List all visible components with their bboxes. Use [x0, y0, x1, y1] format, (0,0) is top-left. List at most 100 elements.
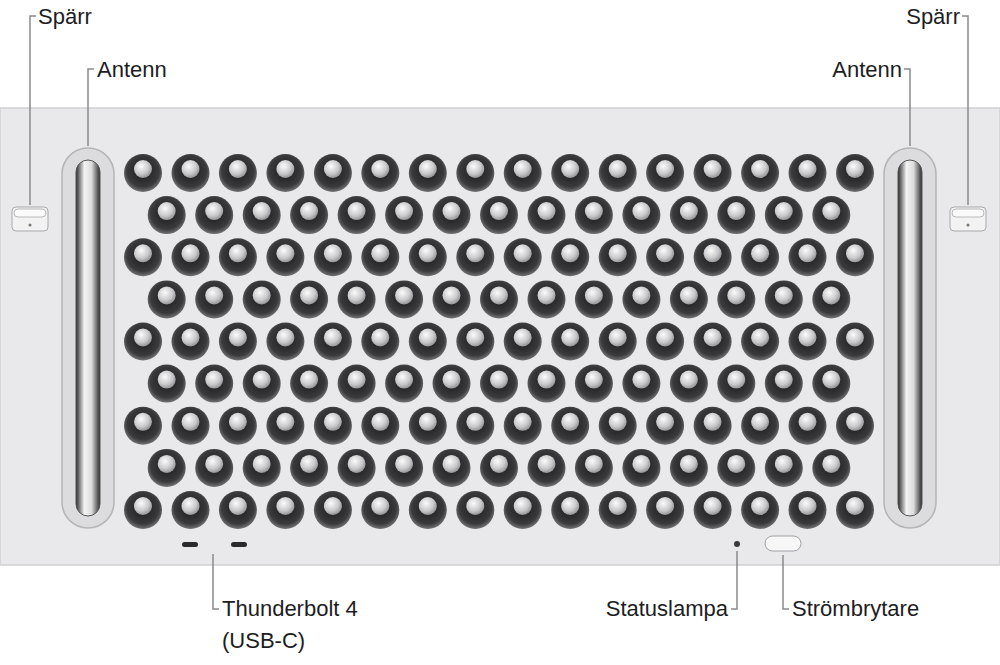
grille-sphere	[846, 497, 864, 515]
grille-hole	[409, 491, 447, 529]
grille-hole	[694, 323, 732, 361]
latch-label: Spärr	[38, 1, 92, 33]
grille-hole	[575, 280, 613, 318]
grille-hole	[551, 238, 589, 276]
grille-hole	[314, 323, 352, 361]
grille-hole	[172, 407, 210, 445]
grille-sphere	[680, 202, 698, 220]
thunderbolt-port	[182, 542, 198, 547]
grille-sphere	[182, 329, 200, 347]
grille-hole	[409, 407, 447, 445]
grille-hole	[172, 323, 210, 361]
grille-sphere	[371, 244, 389, 262]
grille-sphere	[324, 329, 342, 347]
grille-sphere	[253, 286, 271, 304]
grille-sphere	[538, 455, 556, 473]
grille-sphere	[348, 202, 366, 220]
grille-sphere	[371, 160, 389, 178]
grille-sphere	[561, 497, 579, 515]
grille-hole	[243, 196, 281, 234]
grille-hole	[694, 407, 732, 445]
grille-hole	[528, 280, 566, 318]
grille-sphere	[846, 244, 864, 262]
grille-sphere	[419, 497, 437, 515]
grille-hole	[266, 491, 304, 529]
grille-sphere	[514, 413, 532, 431]
grille-hole	[717, 196, 755, 234]
grille-sphere	[300, 455, 318, 473]
grille-sphere	[656, 329, 674, 347]
grille-hole	[148, 365, 186, 403]
grille-sphere	[727, 202, 745, 220]
grille-sphere	[466, 244, 484, 262]
grille-sphere	[632, 455, 650, 473]
grille-hole	[124, 491, 162, 529]
latch-dot	[29, 224, 32, 227]
grille-sphere	[727, 371, 745, 389]
grille-sphere	[846, 329, 864, 347]
grille-hole	[361, 323, 399, 361]
grille-sphere	[324, 497, 342, 515]
grille-sphere	[656, 244, 674, 262]
grille-hole	[433, 449, 471, 487]
grille-hole	[124, 407, 162, 445]
grille-hole	[504, 238, 542, 276]
port-label: Thunderbolt 4 (USB-C)	[222, 593, 392, 657]
grille-hole	[836, 323, 874, 361]
grille-hole	[243, 365, 281, 403]
grille-sphere	[182, 160, 200, 178]
grille-sphere	[205, 371, 223, 389]
grille-sphere	[324, 244, 342, 262]
grille-sphere	[538, 286, 556, 304]
latch	[12, 207, 48, 231]
grille-hole	[480, 196, 518, 234]
latch-tab	[952, 209, 984, 217]
grille-hole	[266, 407, 304, 445]
grille-hole	[172, 491, 210, 529]
grille-hole	[622, 280, 660, 318]
grille-hole	[290, 365, 328, 403]
grille-sphere	[276, 497, 294, 515]
latch	[950, 207, 986, 231]
antenna-label: Antenn	[97, 54, 167, 86]
grille-hole	[504, 407, 542, 445]
grille-sphere	[205, 286, 223, 304]
grille-hole	[338, 365, 376, 403]
grille-hole	[456, 407, 494, 445]
grille-sphere	[680, 286, 698, 304]
grille-hole	[646, 407, 684, 445]
grille-hole	[551, 323, 589, 361]
grille-hole	[622, 449, 660, 487]
grille-hole	[504, 323, 542, 361]
grille-sphere	[419, 329, 437, 347]
grille-hole	[789, 238, 827, 276]
grille-sphere	[609, 413, 627, 431]
grille-sphere	[632, 286, 650, 304]
grille-sphere	[632, 202, 650, 220]
grille-sphere	[799, 244, 817, 262]
grille-sphere	[158, 286, 176, 304]
grille-sphere	[443, 202, 461, 220]
grille-hole	[812, 280, 850, 318]
grille-sphere	[799, 160, 817, 178]
grille-sphere	[419, 244, 437, 262]
grille-hole	[195, 280, 233, 318]
grille-hole	[741, 491, 779, 529]
grille-hole	[812, 196, 850, 234]
grille-hole	[385, 365, 423, 403]
grille-hole	[409, 154, 447, 192]
grille-sphere	[371, 413, 389, 431]
grille-sphere	[490, 455, 508, 473]
grille-hole	[219, 238, 257, 276]
grille-hole	[741, 323, 779, 361]
grille-sphere	[276, 244, 294, 262]
grille-sphere	[443, 455, 461, 473]
grille-sphere	[134, 413, 152, 431]
grille-sphere	[775, 202, 793, 220]
grille-hole	[694, 154, 732, 192]
grille-hole	[148, 449, 186, 487]
grille-hole	[361, 154, 399, 192]
grille-hole	[456, 323, 494, 361]
antenna-slot	[76, 160, 100, 516]
grille-sphere	[134, 244, 152, 262]
